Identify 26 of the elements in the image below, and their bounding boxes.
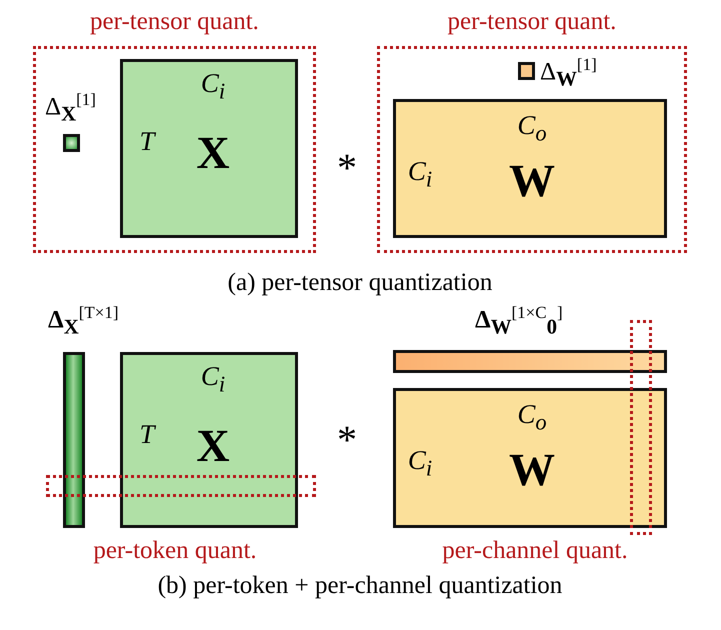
dimension-label: C$_{i}$ (200, 363, 226, 396)
figure-caption: (a) per-tensor quantization (228, 270, 492, 295)
matrix-symbol: W (509, 158, 555, 204)
group-heading: per-tensor quant. (446, 8, 618, 36)
matrix-box (120, 59, 298, 238)
matrix-symbol: X (196, 423, 230, 469)
matrix-box (120, 352, 298, 528)
dimension-label: C$_{i}$ (408, 447, 432, 480)
matrix-box (393, 388, 667, 528)
multiply-sign: * (337, 420, 357, 460)
matrix-symbol: W (509, 447, 555, 493)
multiply-sign: * (337, 148, 357, 188)
dimension-label: C$_{o}$ (517, 112, 547, 145)
matrix-symbol: X (196, 130, 230, 176)
dotted-outline (46, 475, 316, 497)
dimension-label: C$_{o}$ (517, 401, 547, 434)
quantization-label: per-token quant. (93, 538, 257, 563)
quantization-label: per-channel quant. (442, 538, 628, 563)
matrix-box (393, 99, 667, 238)
dotted-outline (630, 320, 652, 535)
dimension-label: T (139, 421, 155, 448)
group-heading: per-tensor quant. (89, 8, 260, 36)
figure-caption: (b) per-token + per-channel quantization (158, 573, 562, 598)
dimension-label: C$_{i}$ (408, 158, 432, 191)
dimension-label: C$_{i}$ (200, 70, 226, 103)
dimension-label: T (139, 128, 155, 155)
